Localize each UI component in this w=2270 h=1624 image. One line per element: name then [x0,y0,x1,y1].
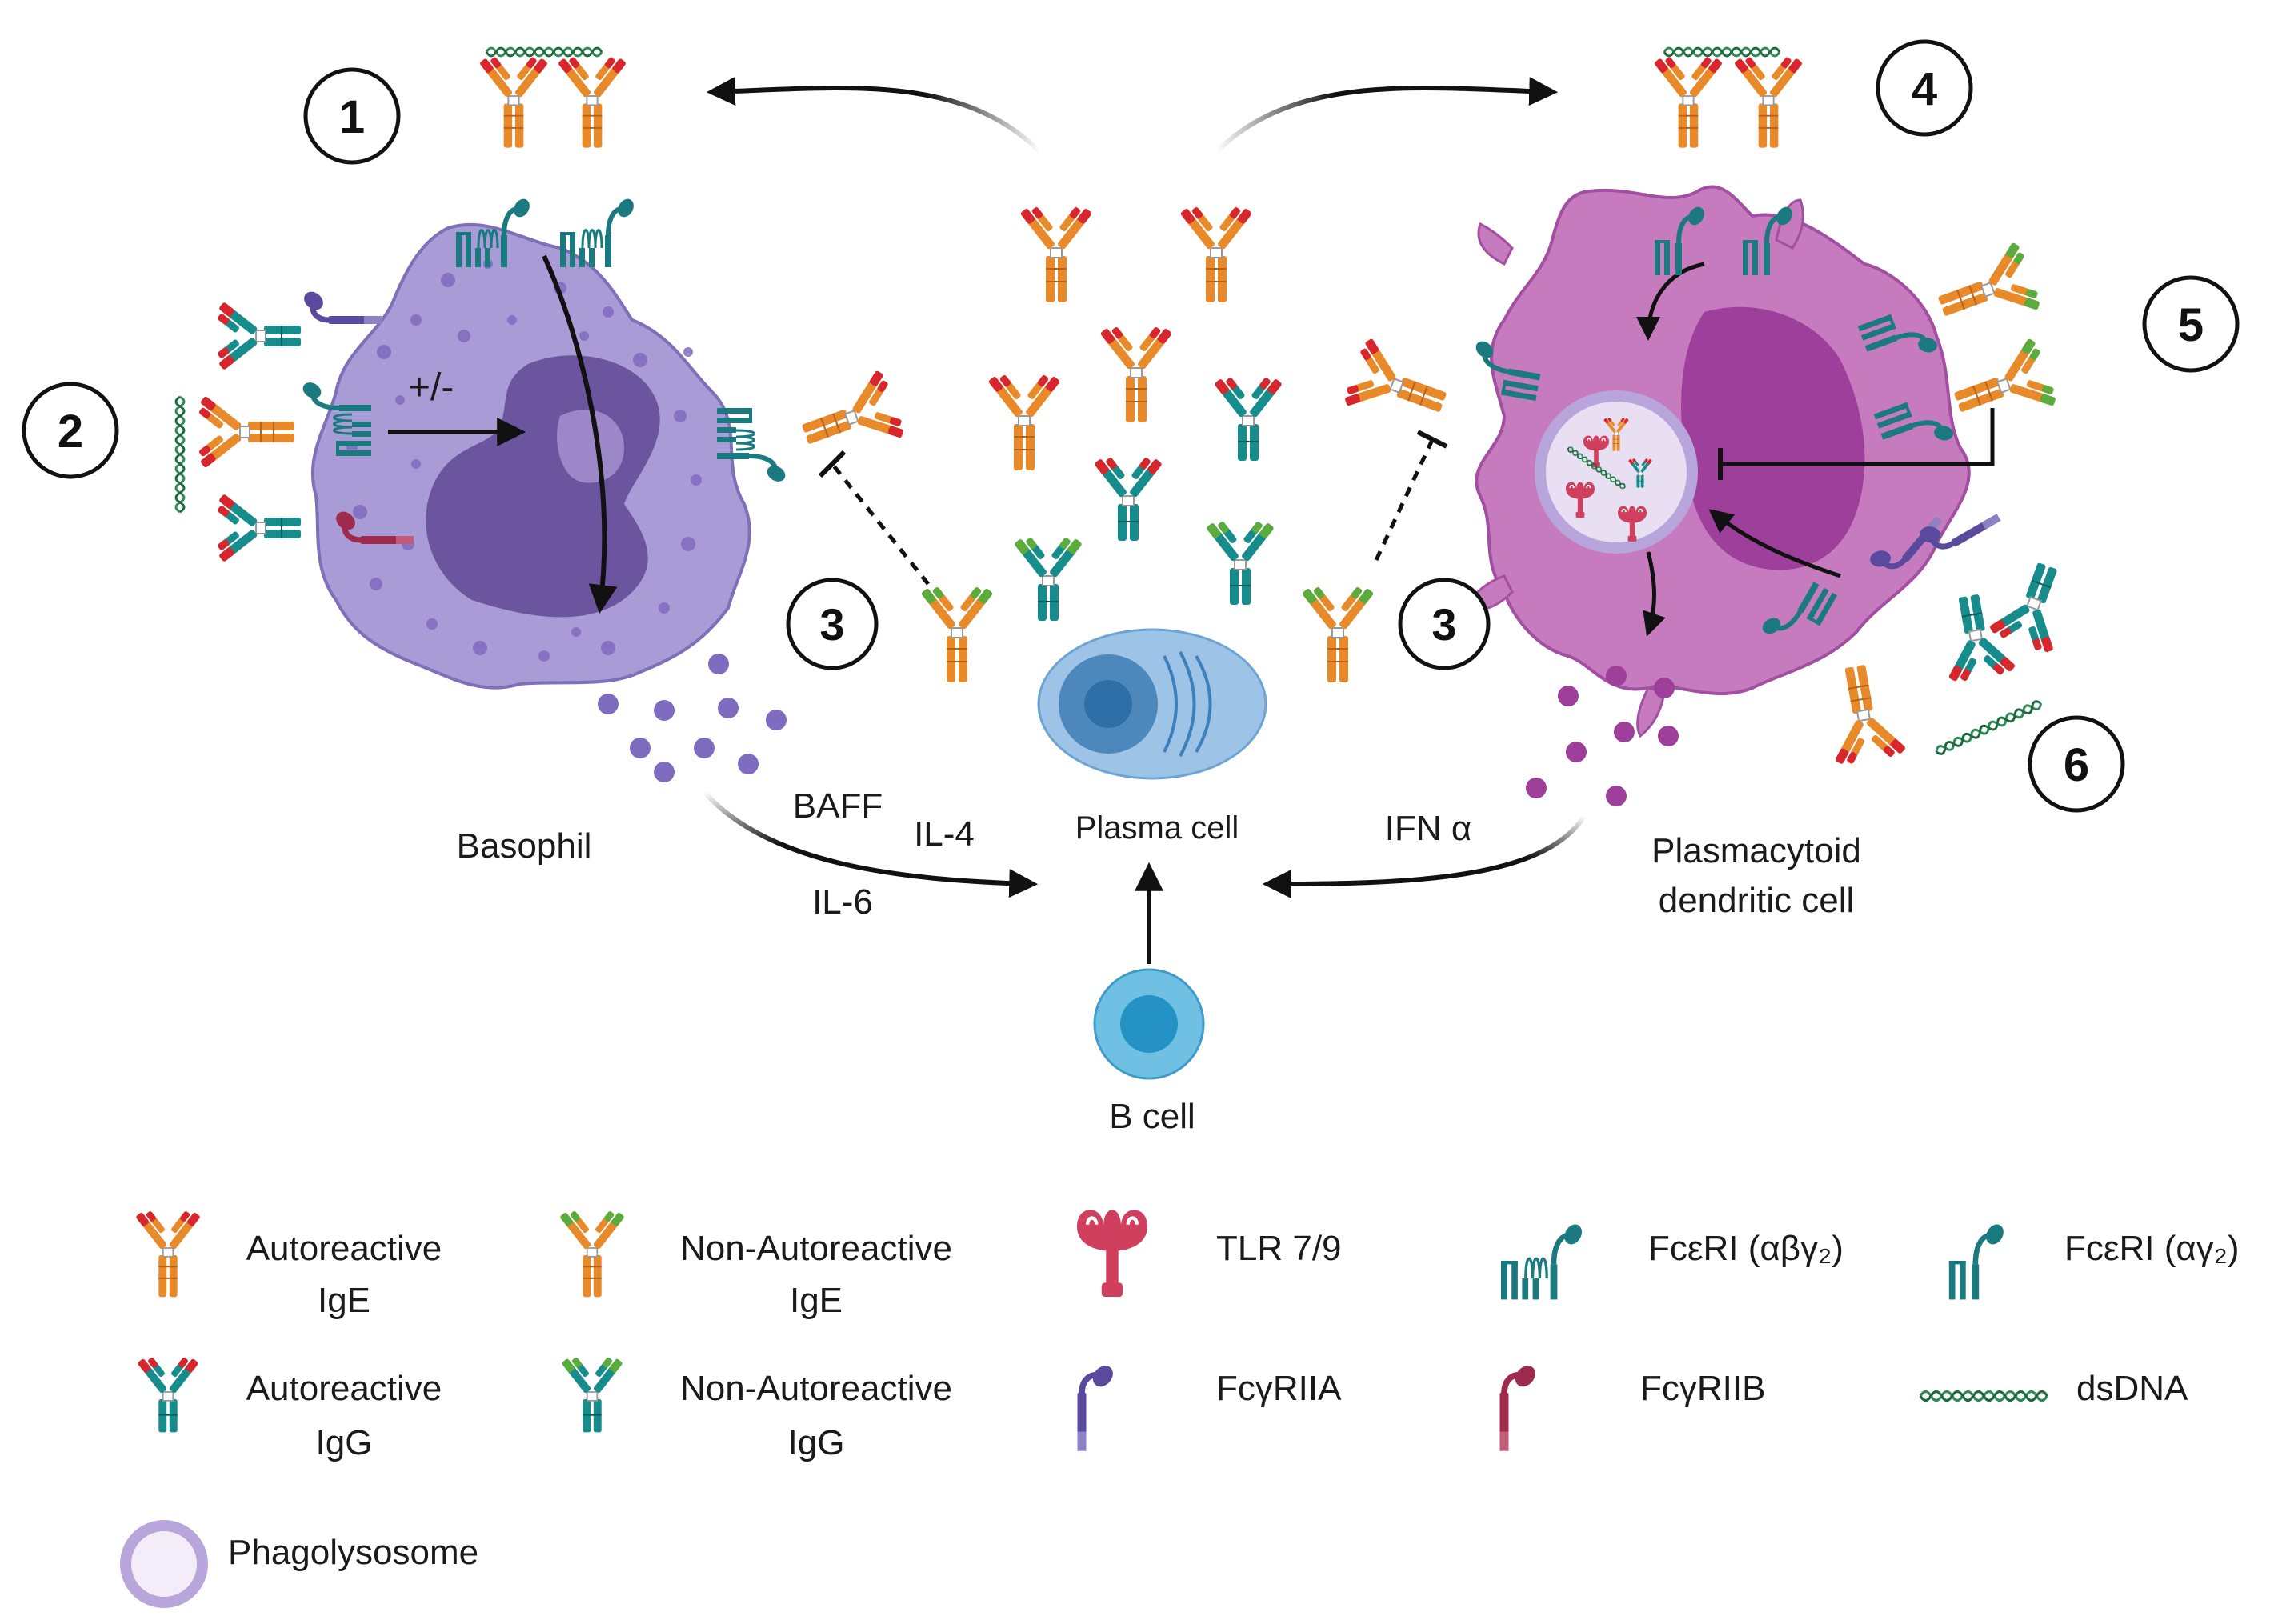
fceri-trimer-icon [1949,1222,2007,1300]
svg-text:IgG: IgG [788,1423,845,1462]
basophil-label: Basophil [457,826,592,866]
legend-item-fcgriia: FcγRIIA [1078,1362,1342,1451]
step-1: 1 [303,67,401,165]
legend-item-auto-igg: Autoreactive IgG [136,1352,442,1462]
legend: Autoreactive IgE Non-Autoreactive IgE TL… [120,1206,2240,1608]
autoreactive-igg-icon [136,1352,200,1434]
svg-text:IgE: IgE [318,1281,370,1320]
basophil-cytokine-dots [598,654,787,782]
svg-text:TLR 7/9: TLR 7/9 [1216,1229,1342,1268]
legend-item-fceri-abg: FcεRI (αβγ₂) [1501,1222,1844,1300]
step-6: 6 [2028,715,2125,813]
autoreactive-ige-icon [134,1206,202,1298]
svg-text:Autoreactive: Autoreactive [246,1369,442,1408]
svg-text:1: 1 [339,91,365,143]
svg-text:FcγRIIA: FcγRIIA [1216,1369,1342,1408]
modulation-label: +/- [408,366,454,409]
inhibition-dashed-pdc [1374,438,1435,562]
svg-text:5: 5 [2178,299,2204,351]
legend-item-fceri-ag: FcεRI (αγ₂) [1949,1222,2240,1300]
plasmacytoid-dendritic-cell [1462,185,1971,738]
step-3-pdc: 3 [1398,578,1491,670]
pdc-label-line2: dendritic cell [1659,881,1855,920]
svg-text:3: 3 [819,599,844,650]
arrow-igg-internalization [1708,509,1841,578]
non-autoreactive-ige-icon [558,1206,626,1298]
inhibition-dashed-basophil [831,462,930,586]
svg-text:Non-Autoreactive: Non-Autoreactive [680,1369,952,1408]
ifn-label: IFN α [1385,809,1472,848]
pdc-label-line1: Plasmacytoid [1651,831,1861,870]
arrow-internal-basophil [542,254,618,614]
legend-item-phagolysosome: Phagolysosome [120,1520,478,1608]
dsdna-icon [1919,1390,2049,1402]
tlr-icon [1077,1210,1147,1297]
svg-text:3: 3 [1431,599,1456,650]
arrow-ifn-release [1643,551,1666,637]
legend-item-nonauto-ige: Non-Autoreactive IgE [558,1206,952,1320]
legend-item-dsdna: dsDNA [1919,1369,2188,1408]
svg-text:FcεRI (αγ₂): FcεRI (αγ₂) [2064,1229,2240,1268]
non-autoreactive-igg-icon [560,1352,624,1434]
step-3-basophil: 3 [786,578,879,670]
plasma-cell [1037,628,1267,780]
step-4: 4 [1876,39,1973,137]
svg-text:IgG: IgG [316,1423,373,1462]
svg-text:Phagolysosome: Phagolysosome [228,1533,478,1572]
fcgriia-icon [1078,1362,1118,1451]
phagolysosome-icon [120,1520,208,1608]
svg-text:IgE: IgE [790,1281,843,1320]
baff-label: BAFF [793,786,883,826]
arrow-internalization [1636,262,1705,341]
legend-item-tlr: TLR 7/9 [1077,1210,1342,1297]
svg-text:6: 6 [2064,739,2089,791]
legend-item-nonauto-igg: Non-Autoreactive IgG [560,1352,952,1462]
svg-text:Autoreactive: Autoreactive [246,1229,442,1268]
fceri-tetramer-icon [1501,1222,1585,1300]
svg-text:2: 2 [58,406,83,458]
legend-item-fcgriib: FcγRIIB [1500,1362,1765,1451]
b-cell-label: B cell [1109,1097,1195,1136]
svg-text:4: 4 [1912,63,1937,115]
il4-label: IL-4 [914,814,975,854]
legend-item-auto-ige: Autoreactive IgE [134,1206,442,1320]
arrow-to-basophil [706,77,1043,154]
step-2: 2 [22,382,119,479]
plasma-cell-label: Plasma cell [1075,810,1239,846]
pdc-ifn-dots [1526,666,1679,806]
b-cell [1093,968,1205,1080]
svg-text:FcγRIIB: FcγRIIB [1640,1369,1765,1408]
arrow-pdc-to-plasma [1262,814,1587,898]
inhibition-line-tlr [1720,408,1995,466]
step-5: 5 [2142,275,2240,373]
svg-text:Non-Autoreactive: Non-Autoreactive [680,1229,952,1268]
svg-text:dsDNA: dsDNA [2076,1369,2188,1408]
arrow-to-pdc [1214,77,1559,154]
svg-text:FcεRI (αβγ₂): FcεRI (αβγ₂) [1648,1229,1844,1268]
free-antibodies [919,202,1375,683]
basophil-cell [310,223,751,690]
arrow-basophil-to-plasma [702,790,1039,898]
fcgriib-icon [1500,1362,1540,1451]
il6-label: IL-6 [812,882,873,922]
